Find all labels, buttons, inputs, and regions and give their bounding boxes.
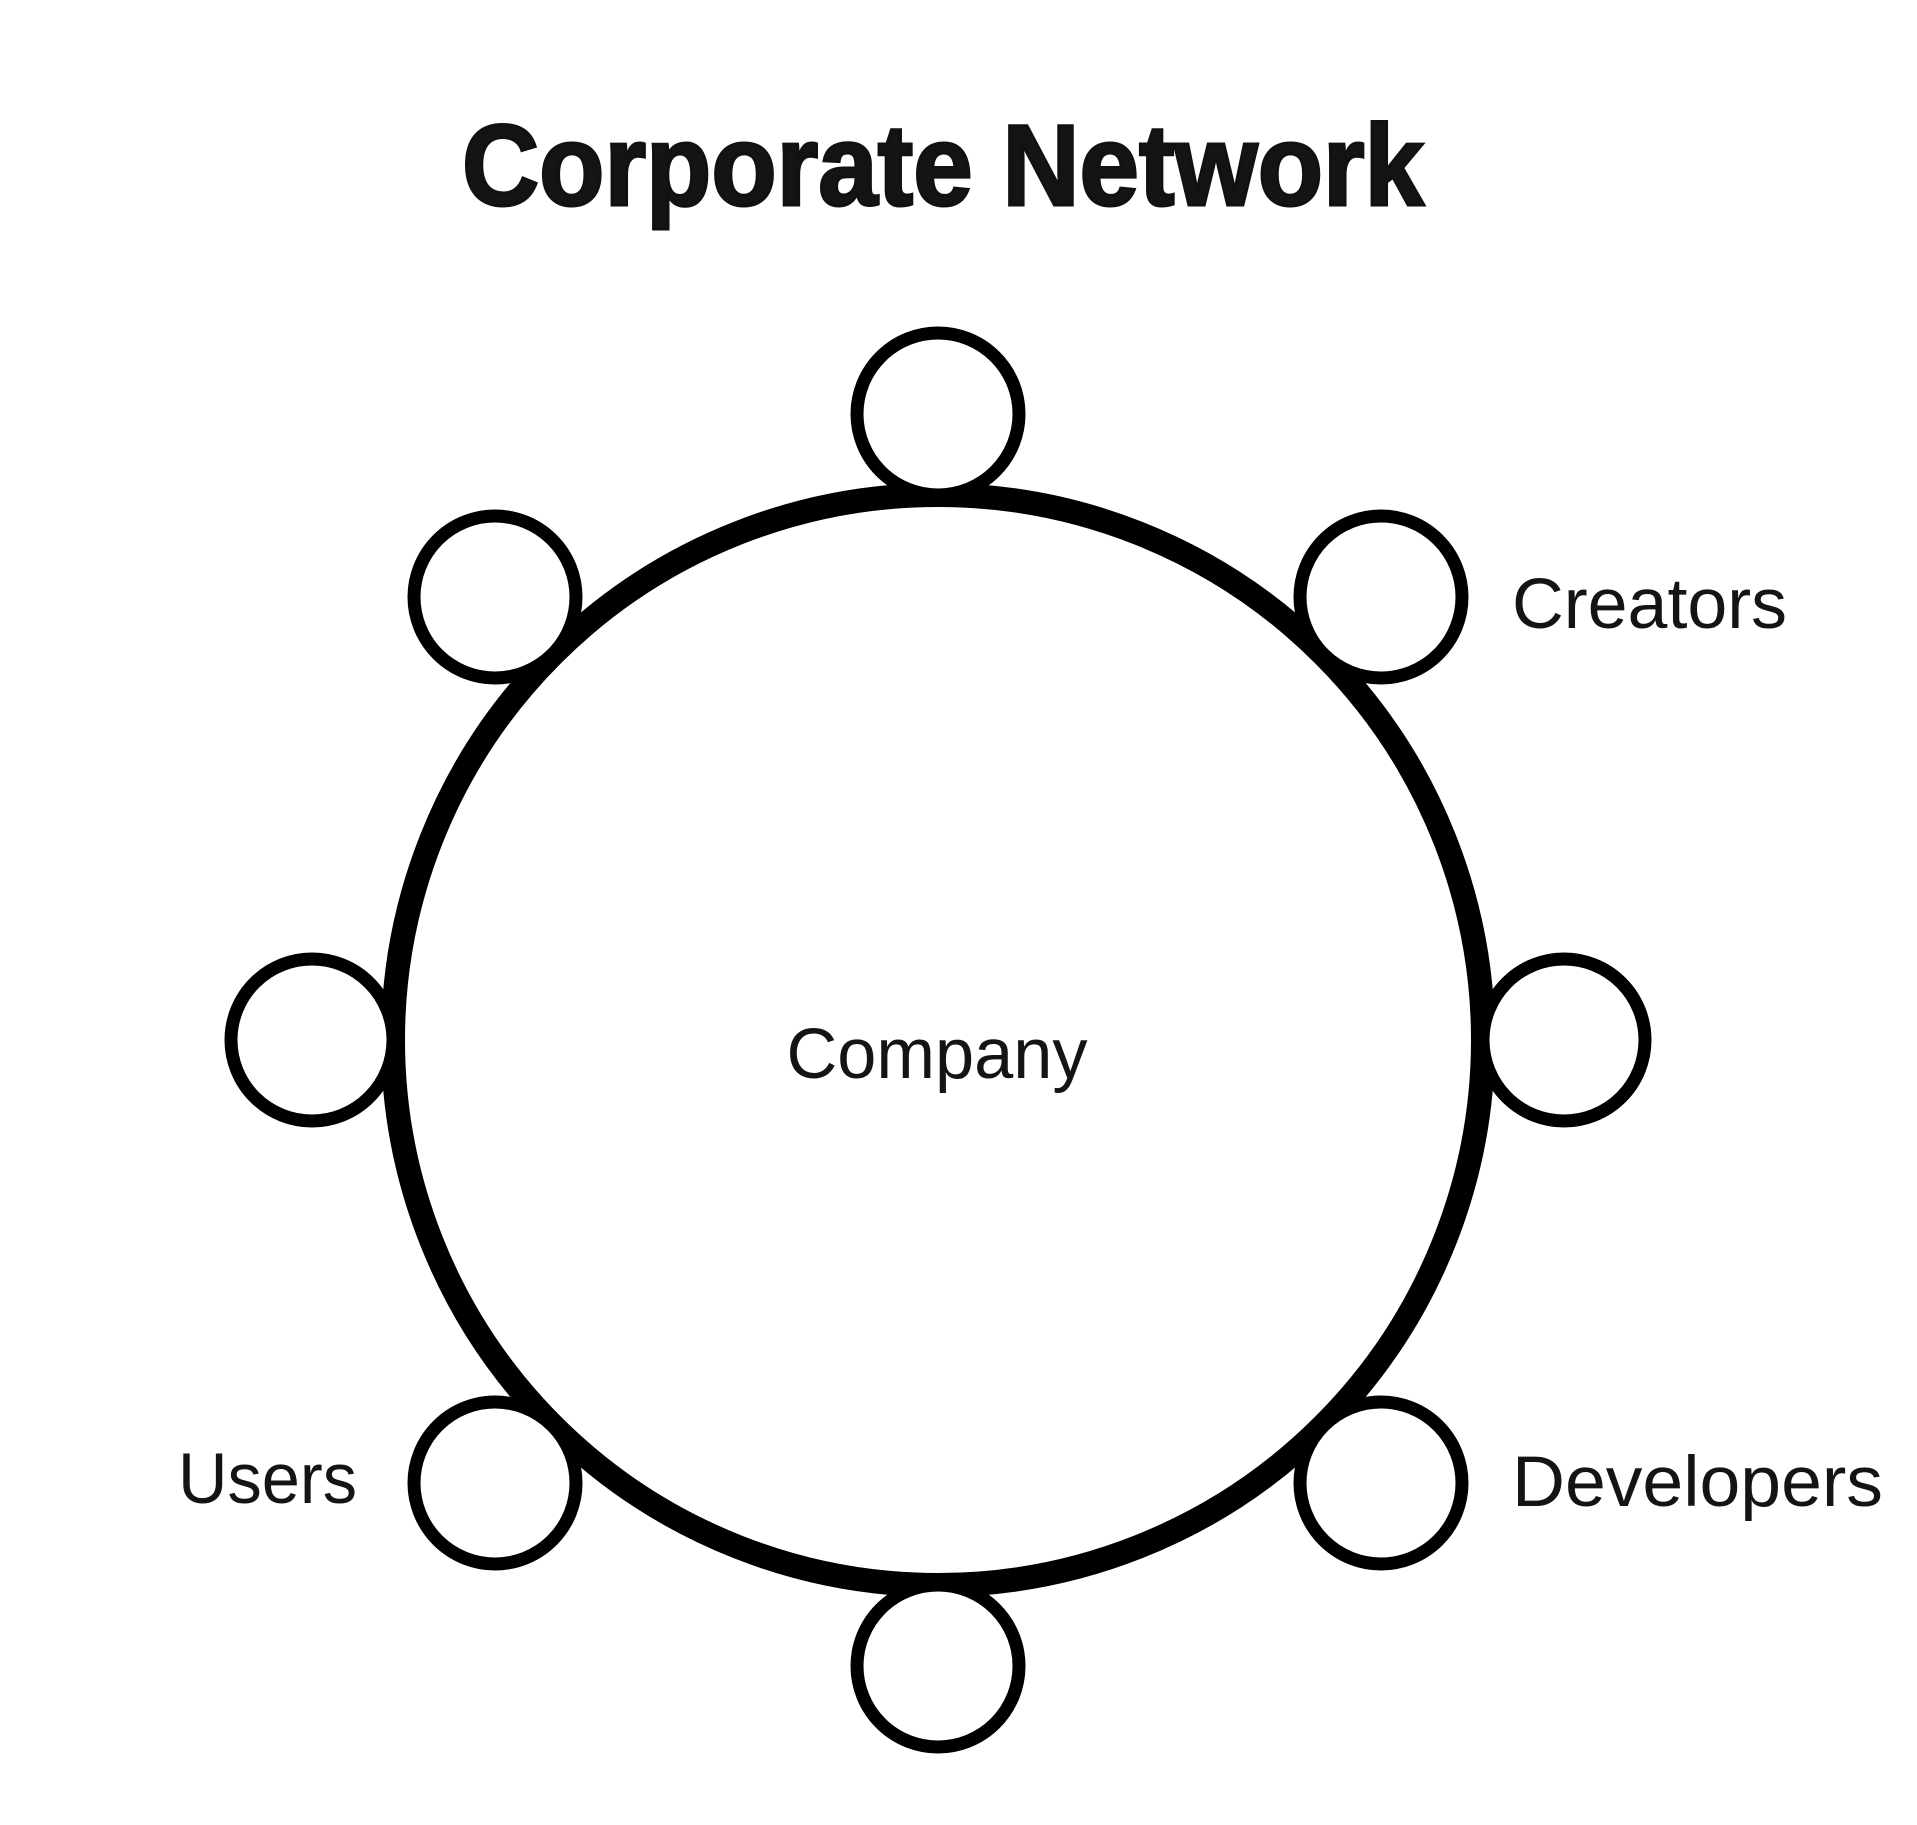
- satellite-label-creators: Creators: [1512, 565, 1787, 644]
- satellite-label-developers: Developers: [1512, 1443, 1883, 1522]
- page-title: Corporate Network: [462, 102, 1425, 230]
- satellite-circle-left: [224, 952, 400, 1128]
- satellite-circle-bottom-left-users: [407, 1395, 583, 1571]
- hub-label-company: Company: [787, 1015, 1088, 1094]
- satellite-circle-bottom-right-developers: [1293, 1395, 1469, 1571]
- satellite-circle-top-left: [407, 509, 583, 685]
- satellite-circle-right: [1476, 952, 1652, 1128]
- satellite-label-users: Users: [178, 1440, 357, 1519]
- satellite-circle-top: [850, 326, 1026, 502]
- satellite-circle-top-right-creators: [1293, 509, 1469, 685]
- satellite-circle-bottom: [850, 1578, 1026, 1754]
